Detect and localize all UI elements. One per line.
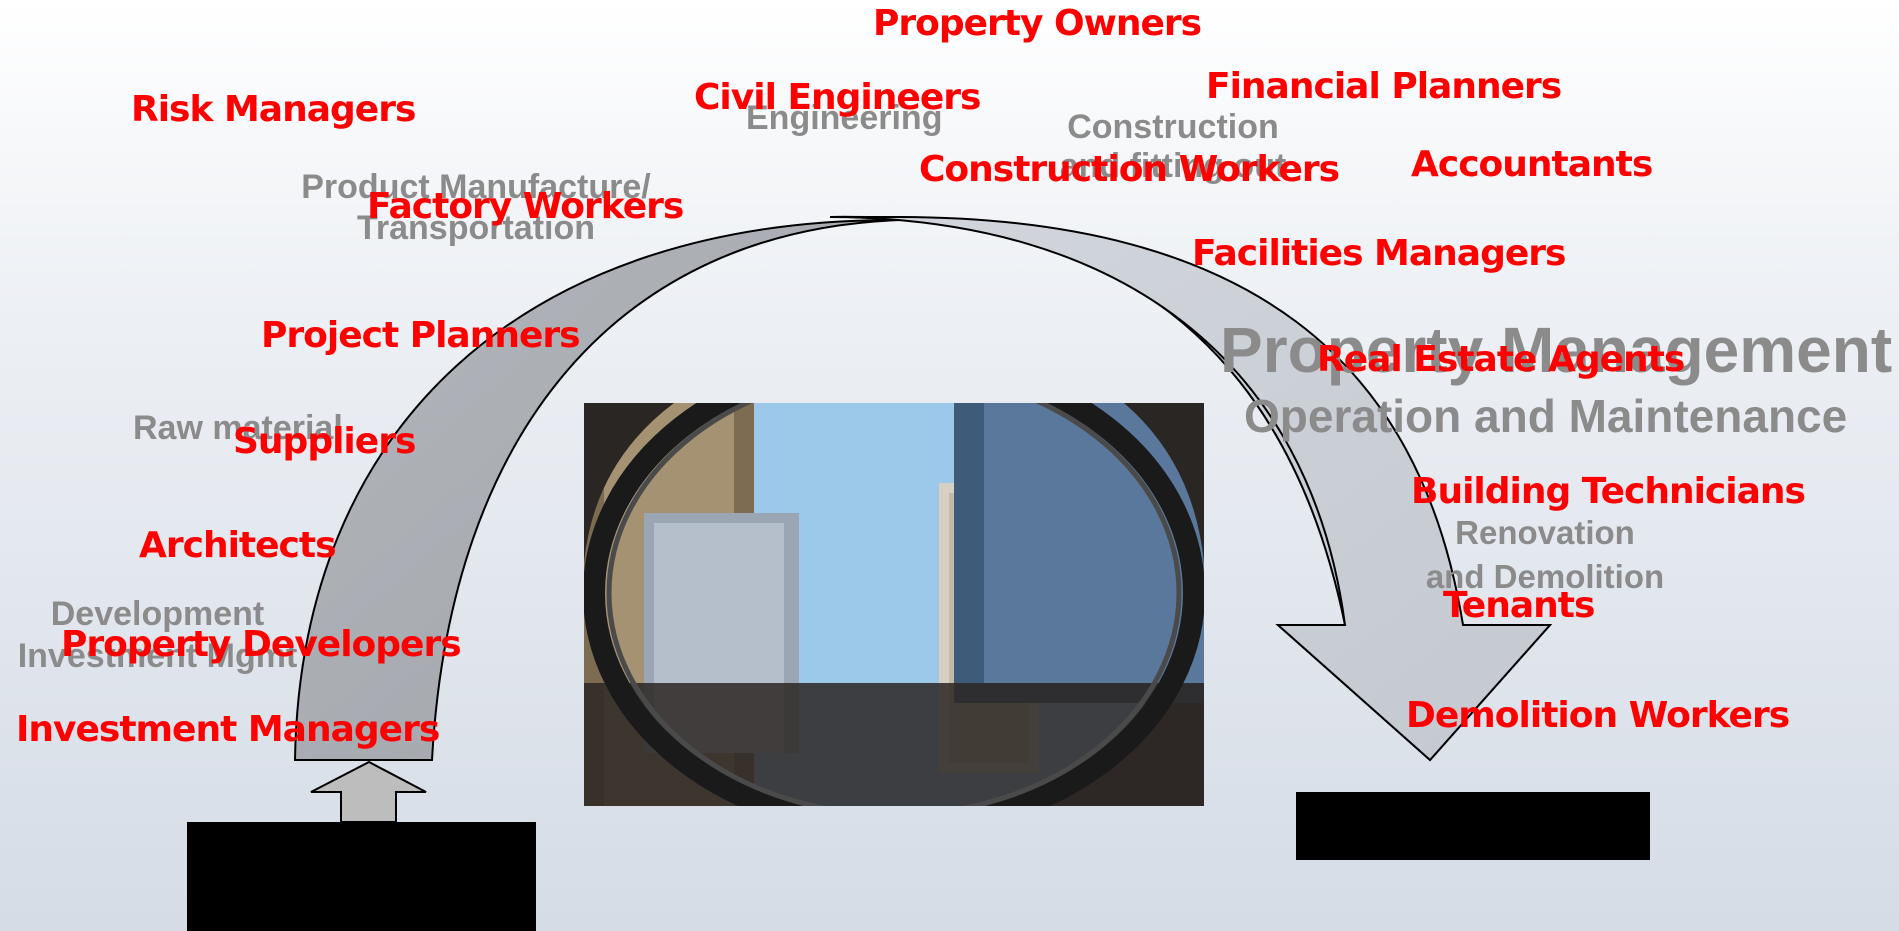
stage-manufacture-line2: Transportation: [356, 209, 596, 247]
role-architects: Architects: [139, 525, 337, 566]
up-arrow: [310, 760, 427, 823]
stage-operation-maintenance: Operation and Maintenance: [1244, 390, 1848, 442]
role-property-owners: Property Owners: [873, 3, 1202, 44]
stage-manufacture-line1: Product Manufacture/: [301, 168, 651, 206]
redacted-box-right: [1296, 792, 1650, 860]
role-real-estate-agents: Real Estate Agents: [1317, 339, 1685, 380]
stage-renovation-line1: Renovation: [1455, 514, 1635, 551]
stage-construction-line2: and fitting out: [1059, 147, 1287, 185]
stage-construction: Construction and fitting out: [1053, 110, 1293, 183]
role-demolition-workers: Demolition Workers: [1406, 695, 1790, 736]
role-civil-engineers: Civil Engineers: [694, 77, 981, 118]
stage-renovation-line2: and Demolition: [1425, 558, 1665, 595]
role-facilities-managers: Facilities Managers: [1192, 233, 1566, 274]
stage-engineering: Engineering: [746, 99, 943, 137]
role-financial-planners: Financial Planners: [1206, 66, 1562, 107]
role-project-planners: Project Planners: [261, 315, 581, 356]
role-tenants: Tenants: [1443, 585, 1595, 626]
role-investment-managers: Investment Managers: [16, 709, 440, 750]
role-suppliers: Suppliers: [233, 421, 416, 462]
role-construction-workers: Construction Workers: [919, 149, 1340, 190]
role-building-technicians: Building Technicians: [1411, 471, 1806, 512]
stage-raw-material: Raw material: [133, 409, 343, 447]
skyscrapers-photo: [584, 403, 1204, 806]
stage-property-management: Property Management: [1220, 314, 1893, 386]
stage-development: Development Investment Mgmt: [0, 597, 315, 673]
role-factory-workers: Factory Workers: [367, 186, 684, 227]
role-property-developers: Property Developers: [61, 624, 462, 665]
left-arc-arrow: [293, 218, 901, 761]
stage-development-line2: Investment Mgmt: [17, 637, 298, 675]
stage-manufacture: Product Manufacture/ Transportation: [276, 170, 676, 245]
role-risk-managers: Risk Managers: [131, 89, 416, 130]
stage-development-line1: Development: [50, 595, 265, 633]
stage-renovation: Renovation and Demolition: [1400, 516, 1690, 593]
role-accountants: Accountants: [1411, 144, 1653, 185]
right-arc-arrow-body: [829, 216, 1553, 762]
stage-construction-line1: Construction: [1067, 108, 1279, 146]
redacted-box-left: [187, 822, 536, 931]
